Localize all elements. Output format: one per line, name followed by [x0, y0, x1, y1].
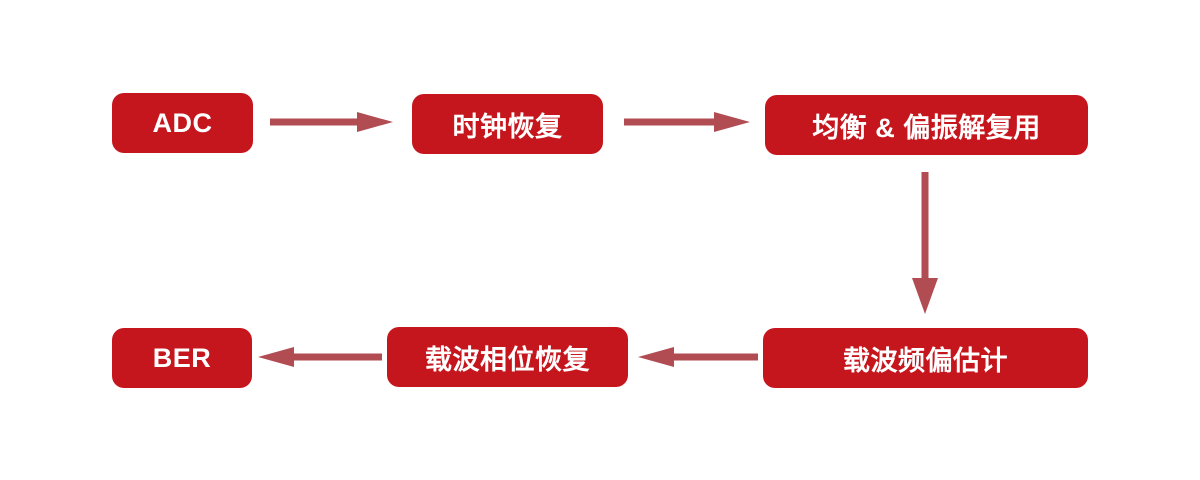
node-carrier-phase-recovery-label: 载波相位恢复 [425, 344, 590, 375]
arrow-equalizer-to-cfo [912, 172, 938, 314]
arrow-cpr-to-ber [258, 347, 382, 367]
node-carrier-frequency-offset-estimation: 载波频偏估计 [763, 328, 1088, 388]
node-carrier-phase-recovery: 载波相位恢复 [387, 327, 628, 387]
arrow-clock-to-equalizer [624, 112, 750, 132]
node-clock-recovery: 时钟恢复 [412, 94, 603, 154]
node-adc-label: ADC [152, 107, 213, 138]
node-ber-label: BER [152, 342, 212, 373]
node-adc: ADC [112, 93, 253, 153]
node-clock-recovery-label: 时钟恢复 [452, 111, 563, 142]
node-carrier-frequency-offset-estimation-label: 载波频偏估计 [843, 345, 1008, 376]
node-ber: BER [112, 328, 252, 388]
node-equalization-polarization-demux: 均衡 & 偏振解复用 [765, 95, 1088, 155]
node-equalization-polarization-demux-label: 均衡 & 偏振解复用 [812, 112, 1041, 143]
arrow-cfo-to-cpr [638, 347, 758, 367]
arrow-adc-to-clock [270, 112, 393, 132]
